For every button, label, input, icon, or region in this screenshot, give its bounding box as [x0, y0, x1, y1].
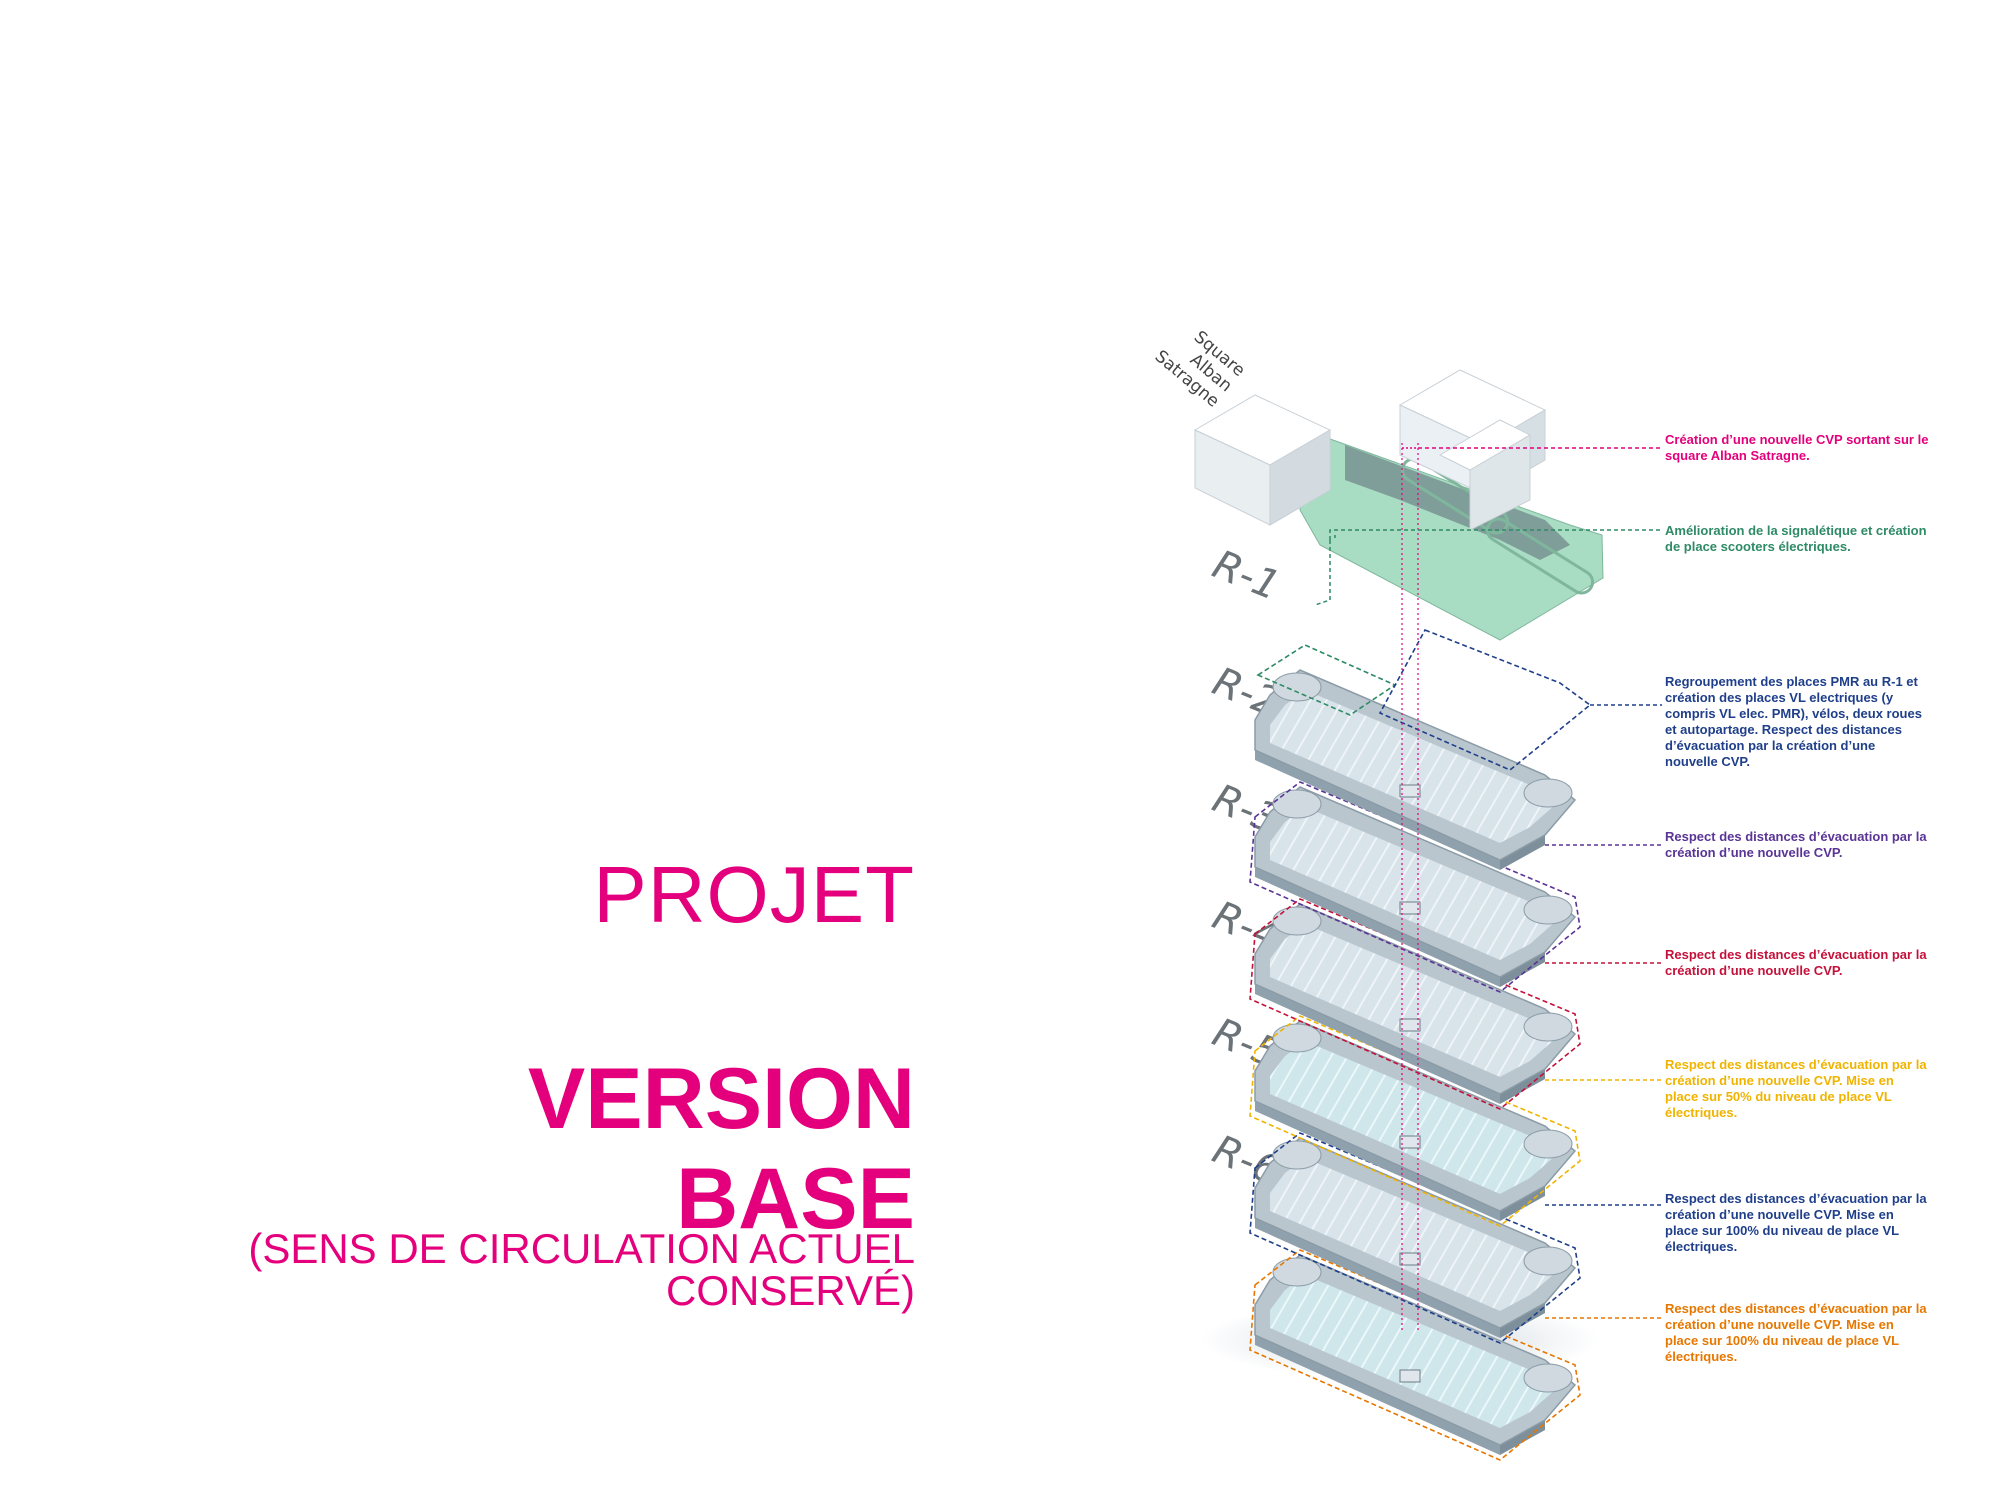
annotation-r4: Respect des distances d’évacuation par l… — [1665, 1057, 1927, 1120]
slab-edge-side — [1500, 1186, 1545, 1221]
building-right — [1398, 369, 1547, 531]
version-title-line2: BASE — [676, 1150, 915, 1247]
zone-outline — [1249, 1132, 1581, 1344]
zone-outline — [1249, 781, 1581, 993]
annotation-signage: Amélioration de la signalétique et créat… — [1665, 523, 1927, 554]
stair-core-right — [1523, 1246, 1573, 1276]
building-left — [1193, 394, 1332, 526]
annotation-r3: Respect des distances d’évacuation par l… — [1665, 947, 1927, 978]
stair-core-left — [1272, 1023, 1322, 1053]
annotation-leaders — [1314, 447, 1662, 1319]
stair-core-left — [1272, 906, 1322, 936]
level-label: R-1 — [1206, 542, 1286, 610]
slab-edge-side — [1500, 952, 1545, 987]
stair-core-right — [1523, 1363, 1573, 1393]
cvp-box — [1399, 1369, 1421, 1383]
stair-core-left — [1272, 672, 1322, 702]
slab-edge — [1255, 1335, 1500, 1455]
leader-line-signal-drop — [1314, 540, 1331, 606]
slab-edge — [1255, 1101, 1500, 1221]
slab-edge-side — [1500, 1069, 1545, 1104]
cvp-box — [1399, 1252, 1421, 1266]
level-r-2: R-2 — [1206, 659, 1581, 993]
zone-outline — [1249, 898, 1581, 1110]
leader-line-signal-path — [1329, 529, 1662, 540]
projet-title: PROJET — [593, 850, 915, 939]
stair-core-right — [1523, 895, 1573, 925]
slab-edge-side — [1500, 1303, 1545, 1338]
stair-core-right — [1523, 778, 1573, 808]
zone-outline-r1 — [1378, 628, 1592, 771]
slab-edge — [1255, 867, 1500, 987]
parking-stalls — [1270, 1275, 1555, 1428]
version-title-line1: VERSION — [527, 1051, 915, 1147]
slab-edge — [1255, 984, 1500, 1104]
level-r-3: R-3 — [1206, 776, 1581, 1110]
cvp-box — [1399, 784, 1421, 798]
surface-ramp-1 — [1400, 457, 1510, 535]
annotation-r1: Regroupement des places PMR au R-1 et cr… — [1665, 674, 1922, 769]
annotation-r6: Respect des distances d’évacuation par l… — [1665, 1301, 1927, 1364]
parking-stalls — [1270, 1041, 1555, 1194]
annotation-r5: Respect des distances d’évacuation par l… — [1665, 1191, 1927, 1254]
surface-level — [1193, 369, 1604, 641]
zone-outline — [1249, 1249, 1581, 1461]
stair-core-left — [1272, 1140, 1322, 1170]
annotation-r2: Respect des distances d’évacuation par l… — [1665, 829, 1927, 860]
stair-core-right — [1523, 1012, 1573, 1042]
slab-edge-side — [1500, 1420, 1545, 1455]
surface-ramp-2 — [1485, 517, 1595, 595]
parking-stalls — [1270, 690, 1555, 843]
cvp-box — [1399, 901, 1421, 915]
cvp-box — [1399, 1018, 1421, 1032]
site-label: Square Alban Satragne — [1151, 327, 1249, 411]
annotation-new-cvp: Création d’une nouvelle CVP sortant sur … — [1665, 432, 1929, 463]
version-title: VERSION BASE — [528, 1050, 915, 1250]
stair-core-right — [1523, 1129, 1573, 1159]
parking-stalls — [1270, 807, 1555, 960]
slab-edge-side — [1500, 835, 1545, 870]
cvp-box — [1399, 1135, 1421, 1149]
subtitle: (SENS DE CIRCULATION ACTUEL CONSERVÉ) — [248, 1225, 915, 1314]
stair-core-left — [1272, 789, 1322, 819]
slab-edge — [1255, 750, 1500, 870]
surface-road — [1345, 445, 1570, 560]
zone-outline — [1249, 1015, 1581, 1227]
parking-stalls — [1270, 1158, 1555, 1311]
slab-edge — [1255, 1218, 1500, 1338]
parking-stalls — [1270, 924, 1555, 1077]
stair-core-left — [1272, 1257, 1322, 1287]
level-r-6: R-6 — [1206, 1127, 1581, 1461]
